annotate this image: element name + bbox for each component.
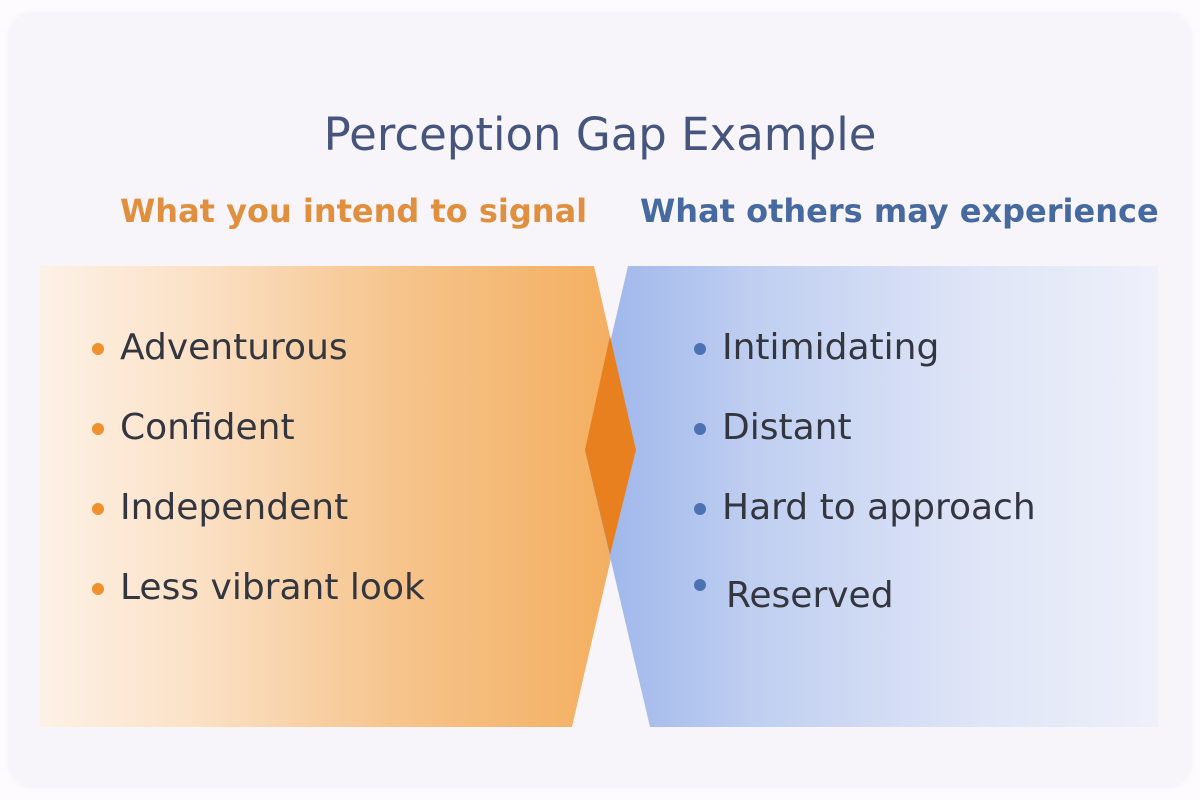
list-item: Intimidating <box>694 324 1036 404</box>
orange-dot-icon <box>92 343 104 355</box>
diagram-title: Perception Gap Example <box>323 108 877 162</box>
list-item: Hard to approach <box>694 484 1036 564</box>
blue-dot-icon <box>694 343 706 355</box>
others-experience-panel <box>585 266 1158 727</box>
list-item: Independent <box>92 484 425 564</box>
blue-dot-icon <box>694 423 706 435</box>
orange-dot-icon <box>92 583 104 595</box>
list-item: Adventurous <box>92 324 425 404</box>
overlap-region <box>585 336 636 555</box>
list-item: Less vibrant look <box>92 564 425 644</box>
blue-dot-icon <box>694 579 706 591</box>
orange-dot-icon <box>92 503 104 515</box>
intended-signal-panel <box>40 266 636 727</box>
blue-dot-icon <box>694 503 706 515</box>
list-item: Reserved <box>694 564 1036 644</box>
others-experience-list: Intimidating Distant Hard to approach Re… <box>694 324 1036 644</box>
intended-signal-list: Adventurous Confident Independent Less v… <box>92 324 425 644</box>
orange-dot-icon <box>92 423 104 435</box>
list-item: Confident <box>92 404 425 484</box>
others-experience-heading: What others may experience <box>640 192 1159 230</box>
intended-signal-heading: What you intend to signal <box>120 192 588 230</box>
list-item: Distant <box>694 404 1036 484</box>
